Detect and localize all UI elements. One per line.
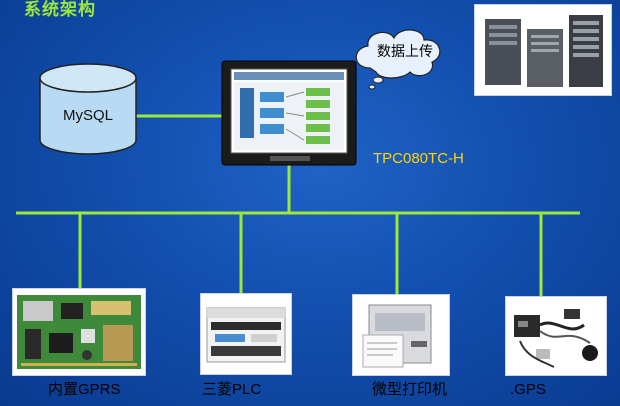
- gps-image: [505, 296, 607, 376]
- server-icon: [485, 15, 603, 87]
- terminal-label: TPC080TC-H: [373, 150, 464, 167]
- mysql-database-cylinder: [39, 63, 137, 155]
- diagram-title: 系统架构: [24, 0, 96, 20]
- gps-module-icon: [514, 309, 598, 368]
- device-label-gprs: 内置GPRS: [48, 381, 121, 398]
- printer-icon: [362, 304, 432, 368]
- tpc-touch-panel: [221, 60, 357, 166]
- upload-cloud-bubble: [355, 29, 441, 90]
- server-image: [474, 4, 612, 96]
- plc-device-icon: [206, 307, 286, 363]
- printer-image: [352, 294, 450, 376]
- mysql-label: MySQL: [62, 107, 113, 124]
- device-label-printer: 微型打印机: [372, 381, 448, 398]
- cloud-text: 数据上传: [377, 44, 433, 60]
- plc-image: [200, 293, 292, 375]
- device-label-gps: .GPS: [510, 381, 546, 398]
- gprs-board-image: [12, 288, 146, 376]
- circuit-board-icon: [17, 295, 141, 369]
- device-label-plc: 三菱PLC: [202, 381, 262, 398]
